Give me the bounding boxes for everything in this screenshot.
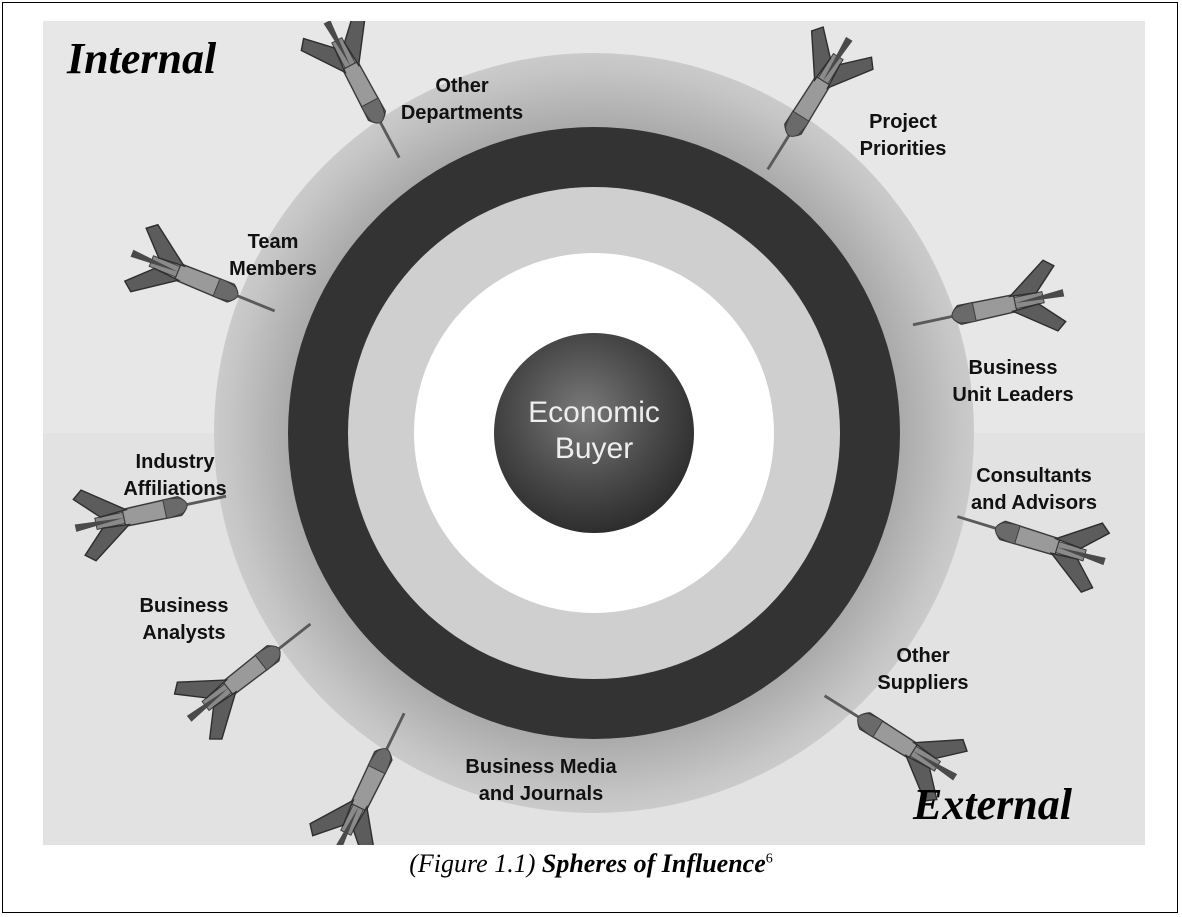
dart-icon	[904, 256, 1073, 362]
influencer-project-priorities: Project Priorities	[859, 111, 947, 160]
target-rings	[66, 21, 1117, 845]
influencer-industry-affiliations: Industry Affiliations	[123, 451, 227, 500]
dart-icon	[302, 695, 439, 845]
influencer-other-departments: Other Departments	[400, 75, 524, 124]
influencer-other-suppliers: Other Suppliers	[877, 645, 969, 694]
diagram-panel: Internal External Economic Buyer Other D…	[43, 21, 1145, 845]
economic-buyer-label: Economic Buyer	[528, 396, 660, 465]
influencer-team-members: Team Members	[229, 231, 317, 280]
caption-footnote: 6	[765, 851, 773, 867]
caption-title: Spheres of Influence	[541, 849, 766, 878]
external-label: External	[913, 780, 1072, 829]
caption-prefix: (Figure 1.1)	[409, 849, 542, 878]
influencer-business-media-journals: Business Media and Journals	[465, 756, 617, 805]
core-circle	[494, 333, 694, 533]
influencer-business-analysts: Business Analysts	[139, 595, 229, 644]
influencer-business-unit-leaders: Business Unit Leaders	[952, 357, 1074, 406]
dart-icon	[735, 21, 882, 190]
figure-caption: (Figure 1.1) Spheres of Influence6	[3, 849, 1179, 879]
influencer-consultants-advisors: Consultants and Advisors	[971, 465, 1097, 514]
internal-label: Internal	[67, 34, 217, 83]
